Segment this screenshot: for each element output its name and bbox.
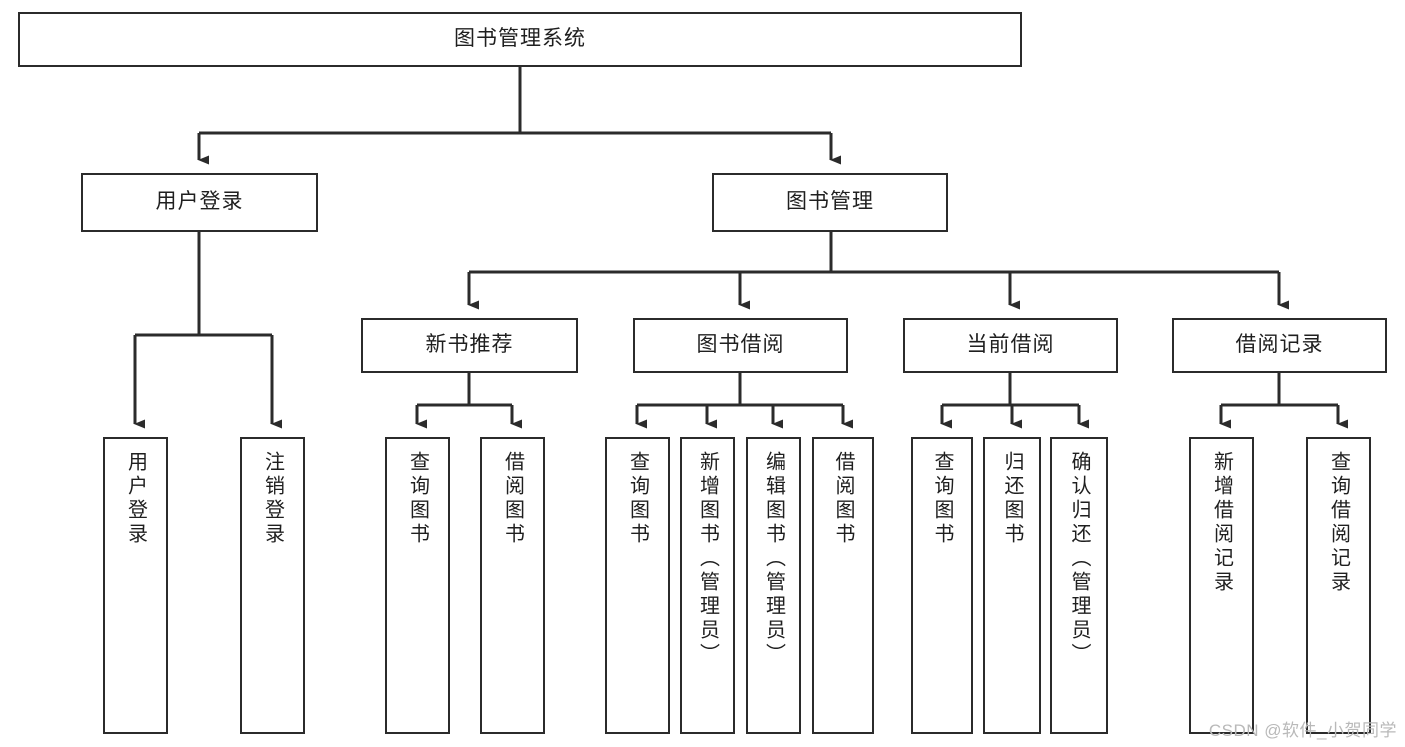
node-user-login[interactable]: 用户登录: [81, 173, 318, 232]
node-leaf-label: 查询借阅记录: [1327, 451, 1350, 595]
node-leaf-label: 注销登录: [261, 451, 284, 547]
node-leaf[interactable]: 查询借阅记录: [1306, 437, 1371, 734]
node-leaf[interactable]: 借阅图书: [480, 437, 545, 734]
node-leaf-label: 新增借阅记录: [1210, 451, 1233, 595]
node-book-management-label: 图书管理: [786, 190, 874, 214]
node-leaf-label: 编辑图书（管理员）: [762, 451, 785, 667]
node-leaf-label: 新增图书（管理员）: [696, 451, 719, 667]
node-leaf[interactable]: 新增图书（管理员）: [680, 437, 735, 734]
node-root-system[interactable]: 图书管理系统: [18, 12, 1022, 67]
node-current-borrow-label: 当前借阅: [966, 333, 1055, 357]
node-borrow-record[interactable]: 借阅记录: [1172, 318, 1387, 373]
node-new-book-recommend-label: 新书推荐: [425, 333, 514, 357]
node-leaf-label: 归还图书: [1001, 451, 1023, 547]
node-current-borrow[interactable]: 当前借阅: [903, 318, 1118, 373]
node-leaf[interactable]: 新增借阅记录: [1189, 437, 1254, 734]
node-leaf[interactable]: 确认归还（管理员）: [1050, 437, 1108, 734]
node-new-book-recommend[interactable]: 新书推荐: [361, 318, 578, 373]
node-root-label: 图书管理系统: [454, 27, 586, 51]
node-leaf-label: 查询图书: [406, 451, 429, 547]
node-leaf[interactable]: 注销登录: [240, 437, 305, 734]
node-leaf[interactable]: 用户登录: [103, 437, 168, 734]
node-leaf-label: 确认归还（管理员）: [1068, 451, 1090, 667]
node-leaf-label: 查询图书: [931, 451, 953, 547]
node-book-management[interactable]: 图书管理: [712, 173, 948, 232]
node-leaf[interactable]: 借阅图书: [812, 437, 874, 734]
node-book-borrow[interactable]: 图书借阅: [633, 318, 848, 373]
csdn-watermark: CSDN @软件_小贺同学: [1208, 721, 1397, 740]
node-leaf[interactable]: 查询图书: [911, 437, 973, 734]
node-borrow-record-label: 借阅记录: [1235, 333, 1324, 357]
node-user-login-label: 用户登录: [155, 190, 244, 214]
node-leaf-label: 借阅图书: [501, 451, 524, 547]
node-leaf-label: 借阅图书: [832, 451, 854, 547]
node-leaf-label: 查询图书: [626, 451, 649, 547]
node-leaf[interactable]: 查询图书: [605, 437, 670, 734]
node-leaf[interactable]: 查询图书: [385, 437, 450, 734]
node-leaf-label: 用户登录: [124, 451, 147, 547]
node-book-borrow-label: 图书借阅: [696, 333, 785, 357]
node-leaf[interactable]: 归还图书: [983, 437, 1041, 734]
node-leaf[interactable]: 编辑图书（管理员）: [746, 437, 801, 734]
